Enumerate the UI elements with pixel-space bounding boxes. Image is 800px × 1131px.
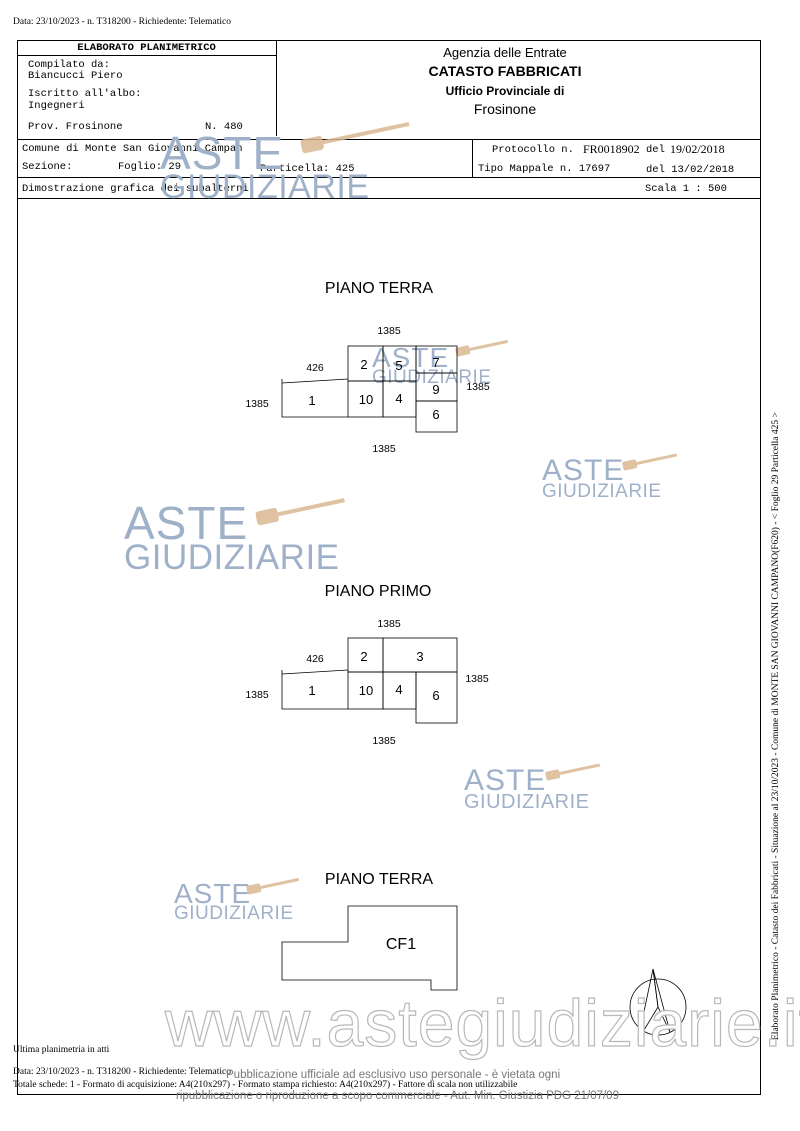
cf1-label: CF1	[386, 936, 416, 953]
ultima-planimetria: Ultima planimetria in atti	[13, 1045, 110, 1055]
compiler-box	[17, 40, 277, 136]
room-label: 7	[432, 355, 439, 370]
room-label: 1	[308, 683, 315, 698]
room-label: 10	[359, 683, 373, 698]
iscritto-value: Ingegneri	[28, 100, 85, 112]
north-arrow-icon	[629, 968, 687, 1041]
protocollo-del: del	[646, 144, 665, 156]
gavel-icon	[455, 339, 509, 357]
room-label: 2	[360, 357, 367, 372]
room-label: 4	[395, 682, 402, 697]
room-label: 6	[432, 407, 439, 422]
scala: Scala 1 : 500	[645, 183, 727, 195]
room-label: 10	[359, 392, 373, 407]
room-label: 2	[360, 649, 367, 664]
room-label: 6	[432, 688, 439, 703]
document-frame	[17, 40, 761, 1095]
aste-watermark: ASTE GIUDIZIARIE	[174, 878, 294, 924]
tipo-mappale: Tipo Mappale n. 17697	[478, 163, 611, 175]
prov-number: N. 480	[205, 121, 243, 133]
compilato-name: Biancucci Piero	[28, 70, 123, 82]
room-label: 4	[395, 391, 402, 406]
particella: Particella: 425	[260, 163, 355, 175]
plan-title: PIANO TERRA	[325, 280, 434, 297]
gavel-icon	[255, 498, 345, 526]
sezione-label: Sezione:	[22, 161, 73, 173]
protocollo-value: FR0018902	[583, 142, 640, 156]
agency-line4: Frosinone	[473, 101, 537, 117]
compilato-label: Compilato da:	[28, 59, 110, 71]
agency-line1: Agenzia delle Entrate	[443, 45, 567, 60]
dimostrazione-grafica: Dimostrazione grafica dei subalterni	[22, 183, 249, 195]
tipo-date: del 13/02/2018	[646, 164, 735, 176]
dim-top: 1385	[377, 325, 401, 337]
dim-426: 426	[306, 362, 324, 374]
top-info: Data: 23/10/2023 - n. T318200 - Richiede…	[13, 17, 231, 27]
publication-notice-line1: Pubblicazione ufficiale ad esclusivo uso…	[226, 1069, 561, 1081]
protocollo-date: 19/02/2018	[670, 142, 725, 156]
room-label: 9	[432, 382, 439, 397]
dim-left: 1385	[245, 398, 269, 410]
elaborato-title: ELABORATO PLANIMETRICO	[77, 42, 216, 54]
footer-line1: Data: 23/10/2023 - n. T318200 - Richiede…	[13, 1067, 231, 1077]
site-watermark: www.astegiudiziarie.it	[164, 985, 800, 1060]
comune: Comune di Monte San Giovanni Campan	[22, 143, 243, 155]
foglio: Foglio: 29	[118, 161, 182, 173]
room-label: 5	[395, 358, 402, 373]
aste-watermark: ASTE GIUDIZIARIE	[542, 454, 662, 502]
gavel-icon	[300, 122, 410, 154]
room-label: 1	[308, 393, 315, 408]
dim-bottom: 1385	[372, 443, 396, 455]
dim-left: 1385	[245, 689, 269, 701]
gavel-icon	[545, 763, 601, 781]
dim-426: 426	[306, 653, 324, 665]
prov-label: Prov. Frosinone	[28, 121, 123, 133]
dim-right: 1385	[465, 673, 489, 685]
aste-watermark: ASTE GIUDIZIARIE	[372, 342, 492, 388]
gavel-icon	[622, 453, 678, 471]
dim-right: 1385	[466, 381, 490, 393]
dim-top: 1385	[377, 618, 401, 630]
iscritto-label: Iscritto all'albo:	[28, 88, 142, 100]
footer-line2: Totale schede: 1 - Formato di acquisizio…	[13, 1080, 518, 1090]
side-caption: Elaborato Planimetrico - Catasto dei Fab…	[771, 412, 781, 1040]
gavel-icon	[246, 877, 300, 895]
agency-line3: Ufficio Provinciale di	[445, 84, 565, 98]
protocollo-label: Protocollo n.	[492, 144, 574, 156]
aste-watermark: ASTE GIUDIZIARIE	[124, 497, 340, 577]
aste-watermark: ASTE GIUDIZIARIE	[160, 127, 370, 206]
plan-title: PIANO TERRA	[325, 871, 434, 888]
room-label: 3	[416, 649, 423, 664]
dim-bottom: 1385	[372, 735, 396, 747]
publication-notice-line2: ripubblicazione o riproduzione a scopo c…	[176, 1090, 619, 1102]
aste-watermark: ASTE GIUDIZIARIE	[464, 764, 590, 813]
plan-title: PIANO PRIMO	[325, 583, 432, 600]
agency-line2: CATASTO FABBRICATI	[428, 63, 582, 79]
